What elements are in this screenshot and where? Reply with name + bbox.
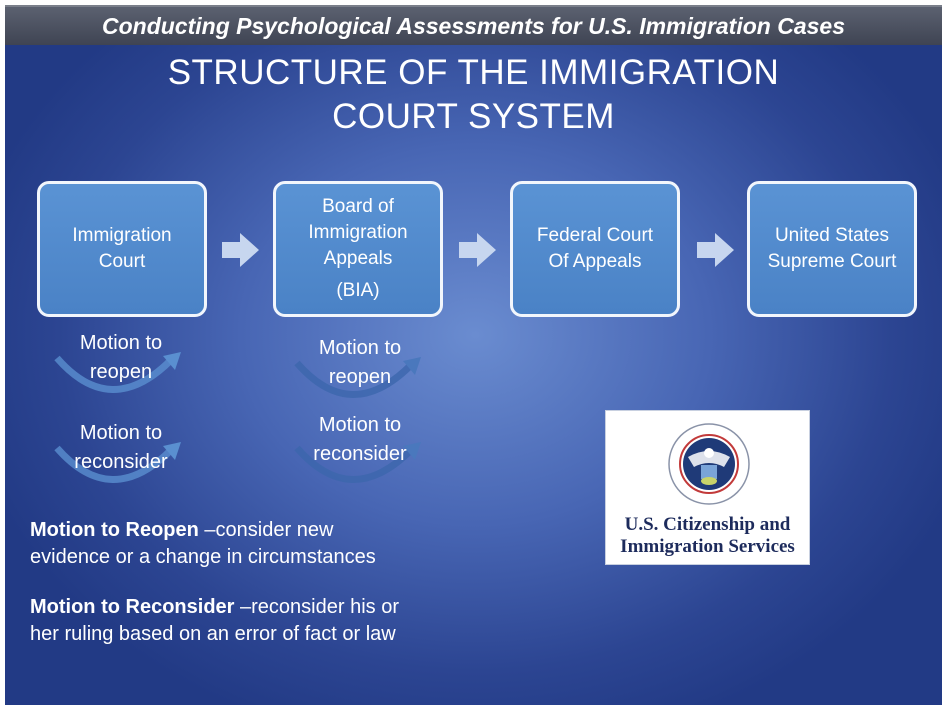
- definition-reconsider: Motion to Reconsider –reconsider his or …: [30, 594, 399, 648]
- right-arrow-icon: [459, 233, 496, 267]
- motion-reopen-ic: Motion to reopen: [31, 329, 211, 387]
- box-text: Immigration: [308, 222, 408, 243]
- box-text: Appeals: [323, 248, 393, 269]
- definition-term: Motion to Reopen: [30, 519, 199, 541]
- box-text: Immigration: [72, 225, 172, 246]
- curved-arrow-icon: [54, 352, 181, 393]
- right-arrow-icon: [697, 233, 734, 267]
- curved-arrow-icon: [294, 357, 421, 398]
- definition-text: –reconsider his or: [234, 596, 399, 618]
- presentation-header: Conducting Psychological Assessments for…: [5, 5, 942, 45]
- box-immigration-court: Immigration Court: [37, 181, 207, 317]
- uscis-logo: U.S. Citizenship and Immigration Service…: [605, 410, 810, 565]
- box-text: Of Appeals: [548, 251, 642, 272]
- motion-text: reconsider: [74, 451, 168, 473]
- box-text: (BIA): [336, 280, 380, 301]
- curved-arrow-icon: [294, 442, 421, 483]
- box-text: Court: [98, 251, 146, 272]
- box-federal-court: Federal Court Of Appeals: [510, 181, 680, 317]
- box-supreme-court: United States Supreme Court: [747, 181, 917, 317]
- definition-term: Motion to Reconsider: [30, 596, 235, 618]
- motion-text: reopen: [89, 361, 153, 383]
- logo-text: Immigration Services: [620, 536, 795, 557]
- definition-text: –consider new: [198, 519, 334, 541]
- motion-reconsider-bia: Motion to reconsider: [270, 411, 450, 469]
- motion-reopen-bia: Motion to reopen: [270, 334, 450, 392]
- definition-reopen: Motion to Reopen –consider new evidence …: [30, 517, 376, 571]
- slide-title: STRUCTURE OF THE IMMIGRATION COURT SYSTE…: [5, 51, 942, 139]
- definition-text: evidence or a change in circumstances: [30, 546, 376, 568]
- title-line-2: COURT SYSTEM: [332, 97, 615, 136]
- header-title: Conducting Psychological Assessments for…: [102, 13, 845, 39]
- box-bia: Board of Immigration Appeals (BIA): [273, 181, 443, 317]
- motion-reconsider-ic: Motion to reconsider: [31, 419, 211, 477]
- right-arrow-icon: [222, 233, 259, 267]
- box-text: United States: [774, 225, 890, 246]
- box-text: Federal Court: [536, 225, 654, 246]
- slide: STRUCTURE OF THE IMMIGRATION COURT SYSTE…: [5, 45, 942, 705]
- box-text: Supreme Court: [767, 251, 897, 272]
- title-line-1: STRUCTURE OF THE IMMIGRATION: [167, 53, 780, 92]
- logo-text: U.S. Citizenship and: [624, 514, 791, 535]
- motion-text: reopen: [328, 366, 392, 388]
- curved-arrow-icon: [54, 442, 181, 483]
- motion-text: Motion to: [79, 422, 163, 444]
- motion-text: Motion to: [318, 414, 402, 436]
- motion-text: reconsider: [313, 443, 407, 465]
- dhs-seal-icon: [668, 423, 750, 505]
- definition-text: her ruling based on an error of fact or …: [30, 623, 396, 645]
- motion-text: Motion to: [318, 337, 402, 359]
- box-text: Board of: [322, 196, 394, 217]
- motion-text: Motion to: [79, 332, 163, 354]
